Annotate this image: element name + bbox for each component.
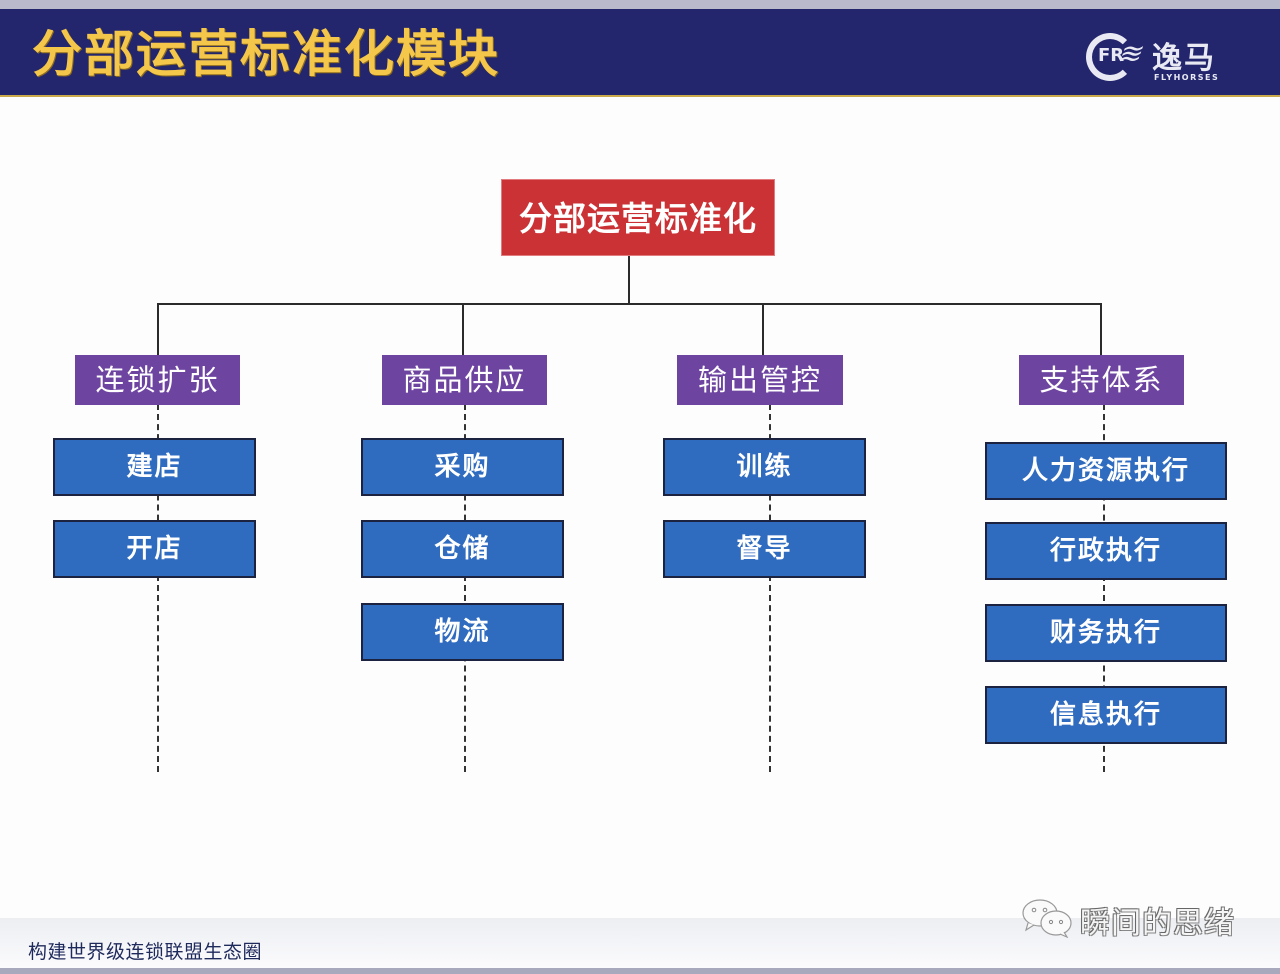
top-strip (0, 0, 1280, 9)
page-title: 分部运营标准化模块 (32, 25, 500, 83)
item-admin-execution: 行政执行 (985, 522, 1227, 580)
item-finance-execution: 财务执行 (985, 604, 1227, 662)
item-build-store: 建店 (53, 438, 256, 496)
branch-connector-3 (762, 303, 764, 355)
logo-ring-icon (1086, 33, 1134, 81)
item-info-execution: 信息执行 (985, 686, 1227, 744)
item-training: 训练 (663, 438, 866, 496)
branch-connector-2 (462, 303, 464, 355)
category-goods-supply: 商品供应 (382, 355, 547, 405)
root-node: 分部运营标准化 (501, 179, 775, 256)
watermark-text: 瞬间的思绪 (1080, 906, 1235, 941)
item-purchasing: 采购 (361, 438, 564, 496)
flyhorses-logo: FR ≋ 逸马 FLYHORSES (1086, 25, 1236, 89)
item-hr-execution: 人力资源执行 (985, 442, 1227, 500)
dashed-spine-3 (769, 404, 771, 772)
footer-slogan: 构建世界级连锁联盟生态圈 (28, 941, 263, 963)
item-supervision: 督导 (663, 520, 866, 578)
branch-bar (157, 303, 1102, 305)
dashed-spine-4 (1103, 404, 1105, 772)
category-chain-expansion: 连锁扩张 (75, 355, 240, 405)
dashed-spine-2 (464, 404, 466, 772)
logo-en-text: FLYHORSES (1154, 73, 1220, 82)
logo-cn-text: 逸马 (1152, 41, 1216, 76)
item-logistics: 物流 (361, 603, 564, 661)
wechat-icon (1022, 899, 1072, 938)
category-support-system: 支持体系 (1019, 355, 1184, 405)
item-warehousing: 仓储 (361, 520, 564, 578)
root-connector (628, 256, 630, 304)
logo-mark: FR (1098, 45, 1125, 66)
footer-bar (0, 968, 1280, 974)
item-open-store: 开店 (53, 520, 256, 578)
branch-connector-4 (1100, 303, 1102, 355)
dashed-spine-1 (157, 404, 159, 772)
header-bar: 分部运营标准化模块 FR ≋ 逸马 FLYHORSES (0, 9, 1280, 97)
branch-connector-1 (157, 303, 159, 355)
category-output-control: 输出管控 (677, 355, 843, 405)
